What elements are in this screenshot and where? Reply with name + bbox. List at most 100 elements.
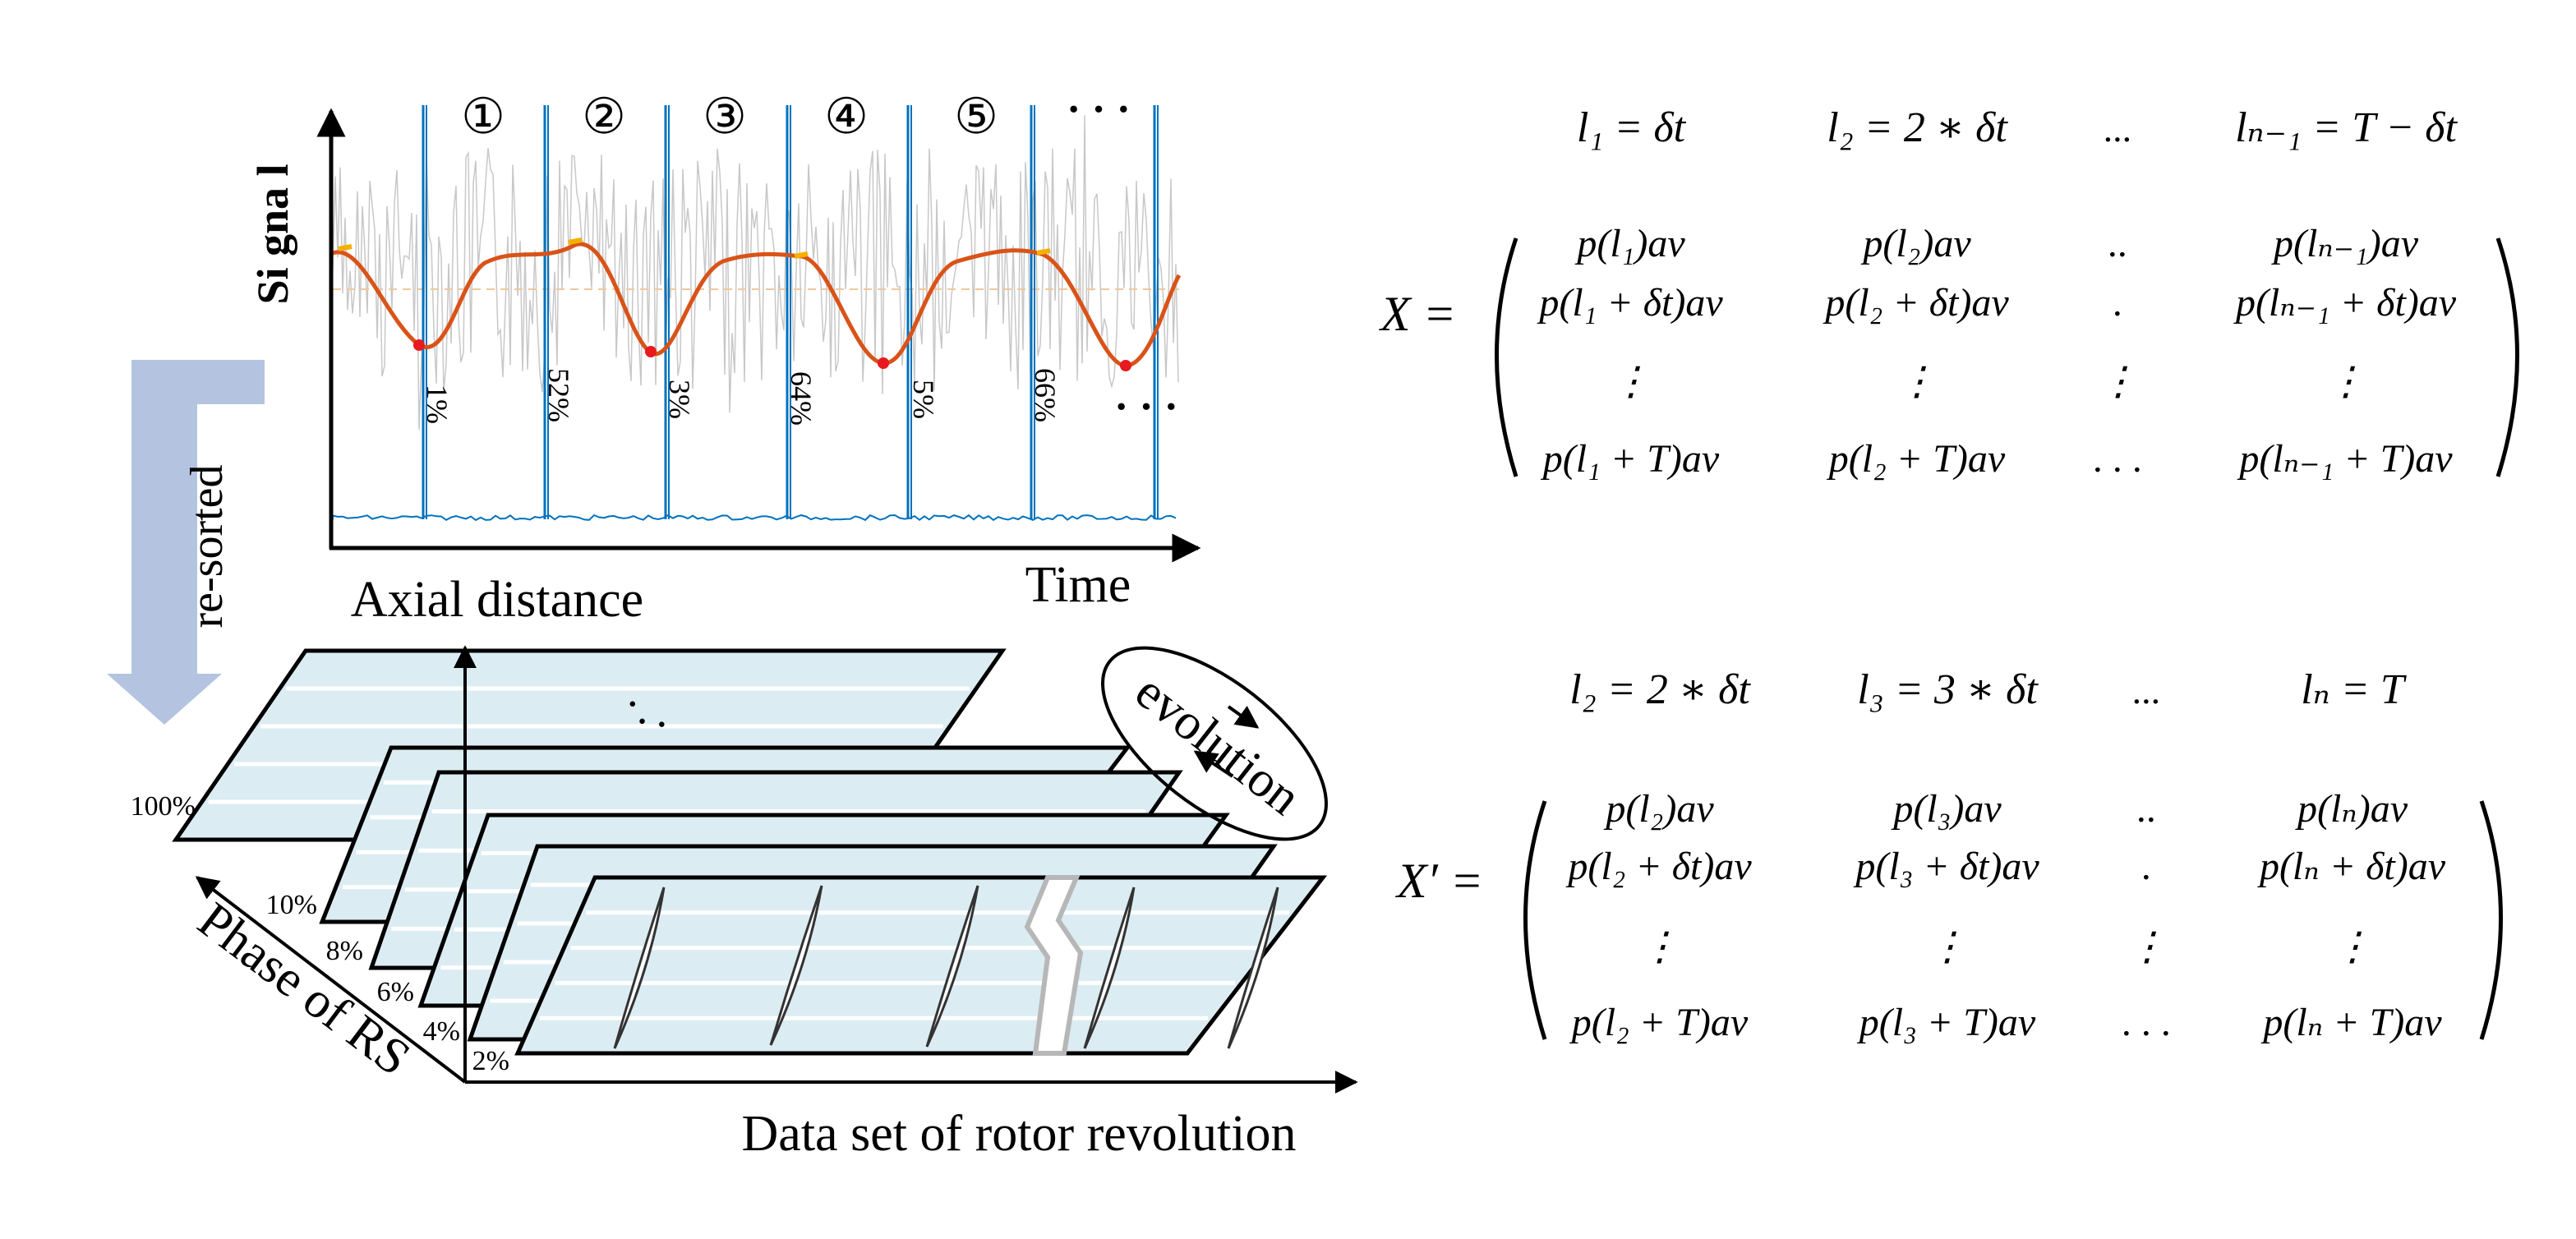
matrix-xp-cell-2-0: ⋮ bbox=[1640, 925, 1680, 969]
plane-label-2: 2% bbox=[472, 1046, 509, 1076]
matrix-xp-cell-1-1: p(l₃ + δt)av bbox=[1853, 845, 2039, 888]
smoothed-curve bbox=[332, 242, 1182, 368]
segment-marker-4: ④ bbox=[824, 90, 869, 144]
plane-label-10: 10% bbox=[266, 890, 317, 920]
matrix-xp-cell-2-1: ⋮ bbox=[1928, 925, 1967, 969]
phase-label-5: 5% bbox=[907, 380, 940, 419]
matrix-xp-cell-3-2: . . . bbox=[2122, 1001, 2172, 1044]
evolution-ellipse bbox=[1101, 646, 1328, 841]
maximum-marker bbox=[1036, 248, 1051, 256]
matrix-x: l₁ = δt l₂ = 2 ∗ δt ... lₙ₋₁ = T − δt X … bbox=[1379, 104, 2519, 481]
matrix-x-left-bracket bbox=[1495, 237, 1518, 477]
matrix-x-cell-1-0: p(l₁ + δt)av bbox=[1537, 281, 1723, 325]
minimum-marker bbox=[878, 357, 889, 369]
matrix-x-cell-3-1: p(l₂ + T)av bbox=[1827, 437, 2006, 481]
resort-label: re-sorted bbox=[182, 464, 233, 628]
phase-plane bbox=[514, 875, 1328, 1056]
extrema-markers bbox=[338, 237, 1131, 371]
matrix-x-cell-2-2: ⋮ bbox=[2099, 360, 2138, 403]
blade-profile bbox=[769, 885, 823, 1046]
matrix-x-header-4: lₙ₋₁ = T − δt bbox=[2235, 104, 2458, 151]
segment-marker-3: ③ bbox=[703, 90, 747, 144]
blade-profile bbox=[1083, 887, 1136, 1049]
matrix-x-prime: l₂ = 2 ∗ δt l₃ = 3 ∗ δt ... lₙ = T X′ = … bbox=[1395, 666, 2503, 1044]
evolution-arrow-1 bbox=[1227, 705, 1260, 729]
phase-label-2: 52% bbox=[542, 368, 575, 422]
matrix-xp-cell-1-3: p(lₙ + δt)av bbox=[2257, 845, 2446, 888]
break-mark bbox=[1024, 875, 1084, 1056]
matrix-x-cell-0-3: p(lₙ₋₁)av bbox=[2271, 222, 2419, 265]
plane-label-4: 4% bbox=[423, 1016, 460, 1047]
matrix-xp-cell-3-0: p(l₂ + T)av bbox=[1569, 1001, 1749, 1044]
phase-axis bbox=[195, 876, 467, 1084]
signal-x-label: Time bbox=[1025, 557, 1131, 613]
matrix-x-right-bracket bbox=[2495, 237, 2519, 477]
matrix-x-cell-1-3: p(lₙ₋₁ + δt)av bbox=[2233, 281, 2457, 325]
raw-signal-trace bbox=[332, 115, 1179, 430]
segment-marker-more: · · · bbox=[1067, 86, 1131, 133]
matrix-xp-right-bracket bbox=[2479, 800, 2503, 1040]
matrix-x-cell-0-2: .. bbox=[2108, 222, 2128, 265]
matrix-x-name: X = bbox=[1379, 287, 1456, 341]
matrix-xp-cell-2-2: ⋮ bbox=[2127, 925, 2167, 969]
phase-label-3: 3% bbox=[663, 380, 696, 419]
matrix-xp-cell-1-2: . bbox=[2142, 845, 2152, 888]
rotor-pulse-lines bbox=[422, 105, 1159, 519]
phase-label-4: 64% bbox=[785, 371, 818, 426]
matrix-xp-left-bracket bbox=[1523, 800, 1547, 1040]
matrix-x-cell-3-2: . . . bbox=[2094, 437, 2143, 481]
matrix-x-cell-1-2: . bbox=[2113, 281, 2123, 325]
matrix-xp-cell-3-3: p(lₙ + T)av bbox=[2260, 1001, 2442, 1044]
matrix-x-cell-3-3: p(lₙ₋₁ + T)av bbox=[2237, 437, 2453, 481]
signal-y-label: Si gna l bbox=[248, 164, 297, 304]
segment-marker-2: ② bbox=[582, 90, 626, 144]
segment-marker-5: ⑤ bbox=[954, 90, 998, 144]
data-set-label: Data set of rotor revolution bbox=[742, 1106, 1297, 1162]
resort-arrow: re-sorted bbox=[107, 360, 265, 725]
matrix-x-cell-1-1: p(l₂ + δt)av bbox=[1823, 281, 2009, 325]
matrix-x-header-2: l₂ = 2 ∗ δt bbox=[1827, 104, 2008, 151]
matrix-xp-header-4: lₙ = T bbox=[2301, 666, 2407, 713]
segment-marker-1: ① bbox=[461, 90, 505, 144]
minimum-marker bbox=[1120, 360, 1131, 371]
blade-profile bbox=[613, 887, 666, 1049]
matrix-x-cell-0-0: p(l₁)av bbox=[1574, 222, 1685, 265]
matrix-xp-cell-0-3: p(lₙ)av bbox=[2295, 787, 2408, 831]
maximum-marker bbox=[794, 251, 809, 259]
matrix-xp-cell-2-3: ⋮ bbox=[2333, 925, 2372, 969]
signal-plot: Si gna l Time ① ② ③ ④ ⑤ · · · 1% 52% 3% … bbox=[248, 86, 1201, 613]
matrix-xp-header-3: ... bbox=[2133, 670, 2162, 712]
phase-label-1: 1% bbox=[421, 385, 454, 424]
matrix-x-header-3: ... bbox=[2104, 108, 2133, 150]
phase-planes bbox=[172, 648, 1328, 1056]
maximum-marker bbox=[338, 244, 353, 251]
matrix-x-header-1: l₁ = δt bbox=[1577, 104, 1687, 151]
pulse-baseline bbox=[332, 514, 1177, 522]
matrix-xp-cell-3-1: p(l₃ + T)av bbox=[1857, 1001, 2036, 1044]
matrix-xp-cell-0-2: .. bbox=[2137, 787, 2157, 831]
plane-stack: Axial distance Data set of rotor revolut… bbox=[131, 572, 1358, 1162]
matrix-x-cell-2-0: ⋮ bbox=[1611, 360, 1651, 403]
matrix-xp-name: X′ = bbox=[1395, 854, 1483, 908]
phase-label-6: 66% bbox=[1029, 368, 1062, 422]
matrix-x-cell-0-1: p(l₂)av bbox=[1860, 222, 1971, 265]
blade-profile bbox=[1227, 887, 1279, 1049]
plane-label-100: 100% bbox=[131, 791, 196, 822]
blade-profile bbox=[925, 885, 979, 1048]
minimum-marker bbox=[645, 346, 657, 357]
matrix-xp-header-2: l₃ = 3 ∗ δt bbox=[1857, 666, 2039, 713]
minimum-marker bbox=[413, 339, 425, 351]
resort-arrow-shape bbox=[107, 360, 265, 725]
maximum-marker bbox=[568, 237, 583, 245]
matrix-xp-cell-0-1: p(l₃)av bbox=[1891, 787, 2002, 831]
phase-label-ellipsis: · · · bbox=[1114, 384, 1178, 431]
plane-label-8: 8% bbox=[326, 936, 363, 966]
matrix-xp-header-1: l₂ = 2 ∗ δt bbox=[1569, 666, 1751, 713]
matrix-xp-cell-0-0: p(l₂)av bbox=[1603, 787, 1714, 831]
matrix-xp-cell-1-0: p(l₂ + δt)av bbox=[1565, 845, 1752, 888]
raw-signal-path bbox=[332, 115, 1179, 430]
matrix-x-cell-3-0: p(l₁ + T)av bbox=[1541, 437, 1720, 481]
matrix-x-cell-2-1: ⋮ bbox=[1897, 360, 1937, 403]
